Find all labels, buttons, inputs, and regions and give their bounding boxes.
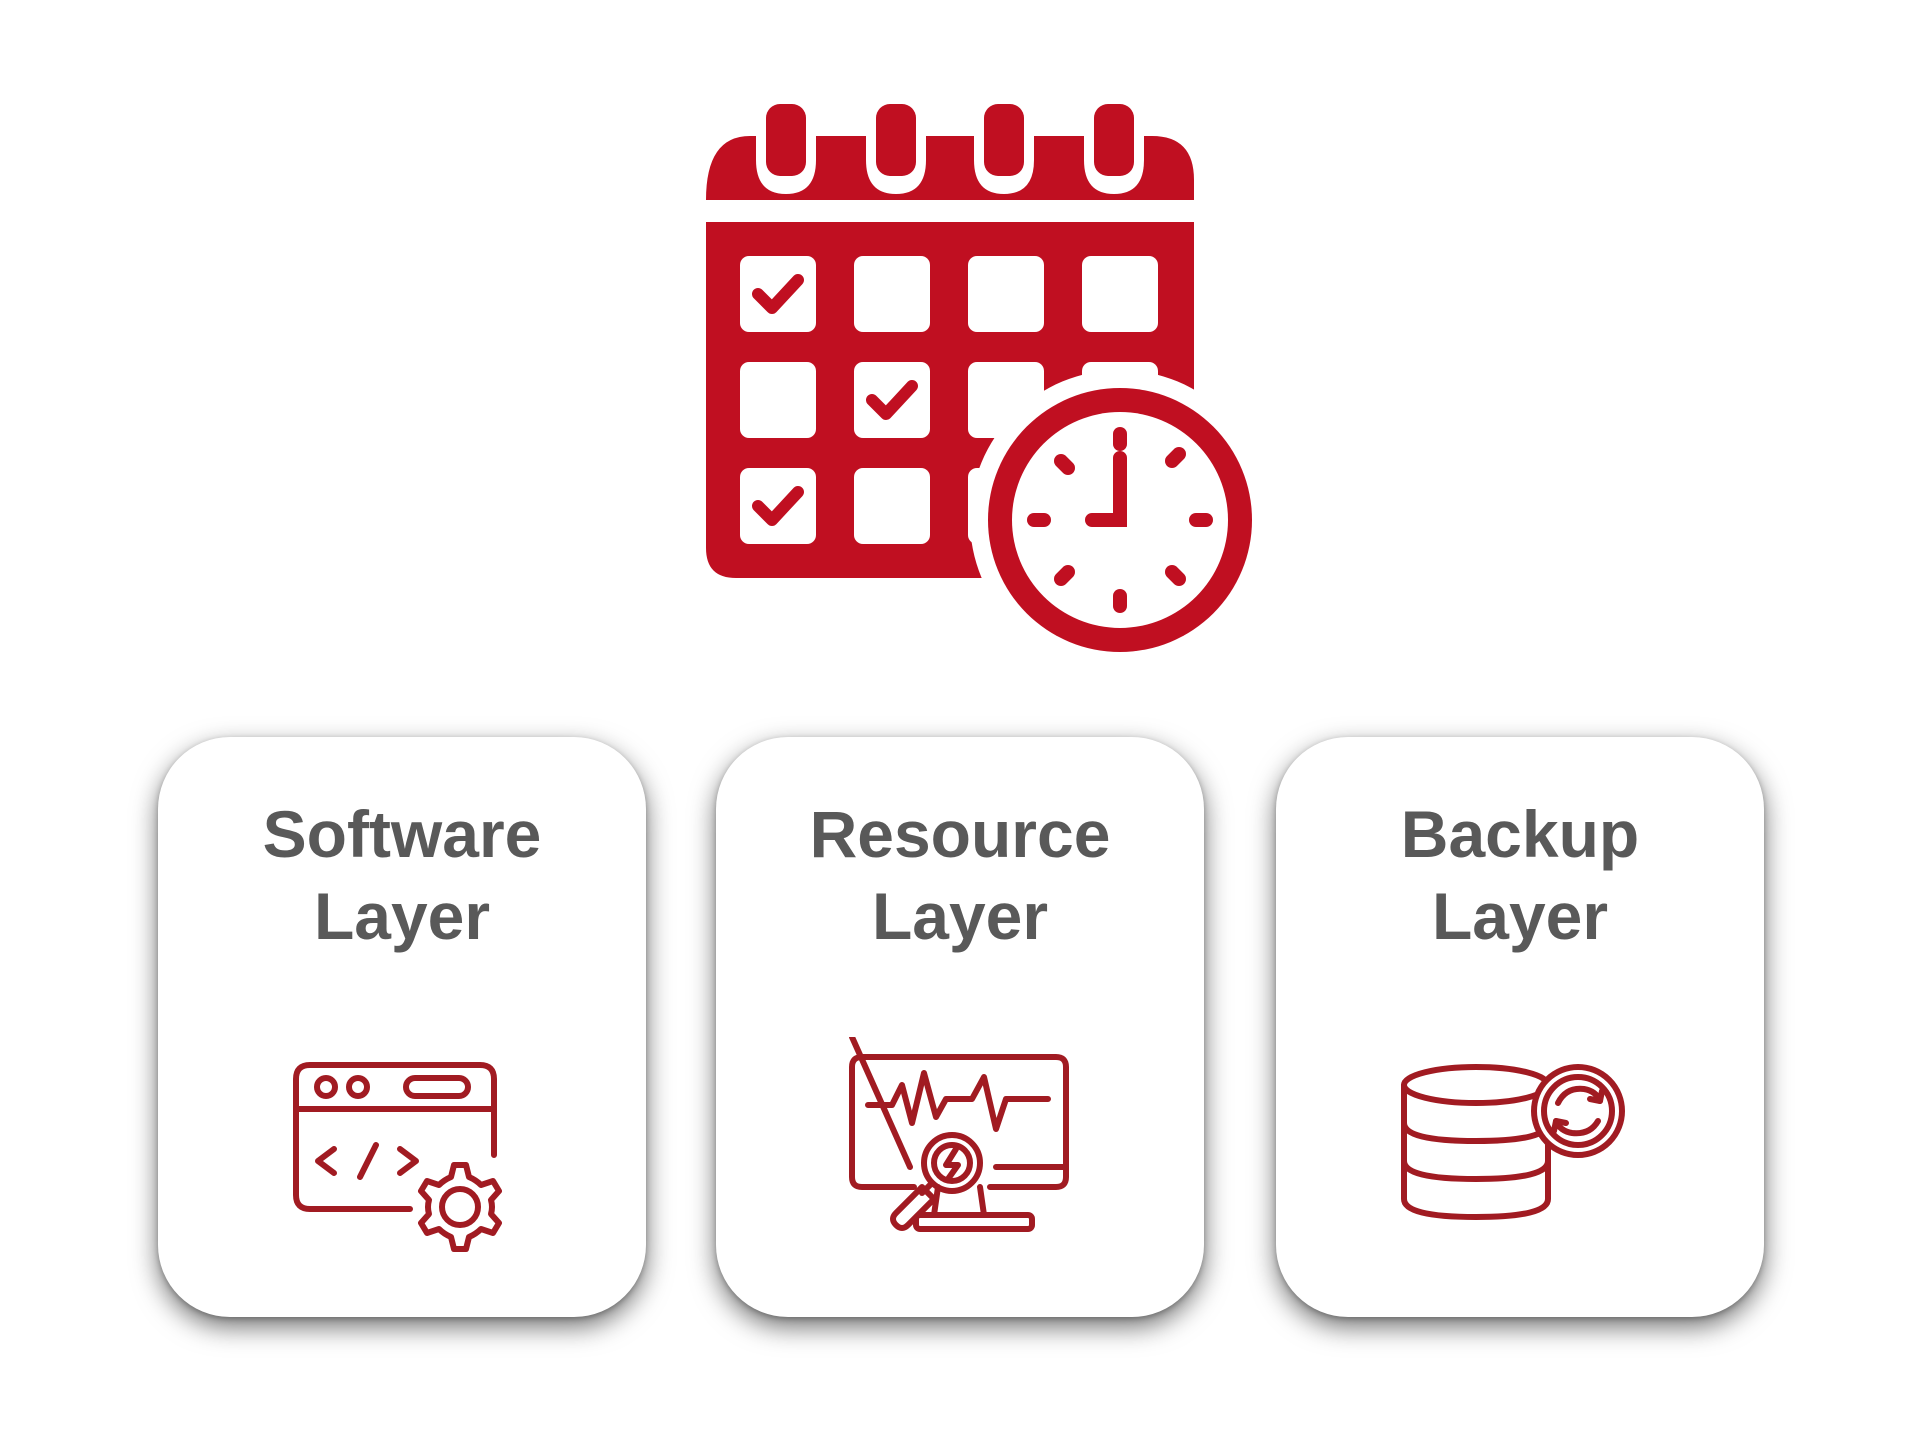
card-title-line-1: Software — [262, 797, 542, 871]
card-title-line-2: Layer — [871, 879, 1049, 953]
card-title-line-1: Resource — [809, 797, 1111, 871]
calendar-clock-icon — [706, 104, 1260, 660]
card-title-line-2: Layer — [1431, 879, 1609, 953]
resource-layer-title: Resource Layer — [716, 793, 1204, 957]
software-layer-card: Software Layer — [158, 737, 646, 1317]
resource-layer-card: Resource Layer — [716, 737, 1204, 1317]
card-title-line-1: Backup — [1400, 797, 1640, 871]
backup-layer-card: Backup Layer — [1276, 737, 1764, 1317]
card-title-line-2: Layer — [313, 879, 491, 953]
database-sync-icon — [1401, 1064, 1625, 1220]
software-layer-title: Software Layer — [158, 793, 646, 957]
monitor-performance-magnifier-icon — [849, 1037, 1069, 1232]
code-window-gear-icon — [293, 1062, 502, 1252]
backup-layer-title: Backup Layer — [1276, 793, 1764, 957]
